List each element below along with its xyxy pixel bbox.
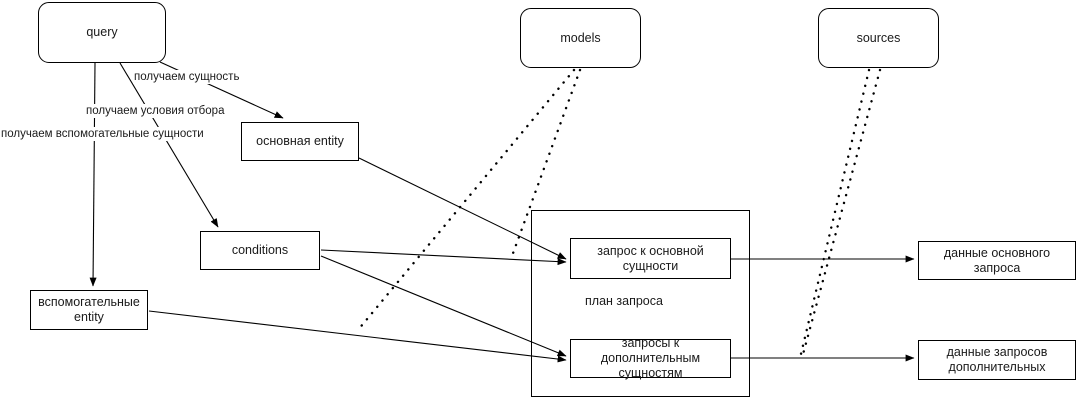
node-conditions[interactable]: conditions [200, 231, 320, 270]
node-label-query: query [86, 25, 118, 39]
node-main_data[interactable]: данные основного запроса [918, 241, 1076, 280]
query-plan-container [531, 210, 750, 397]
node-query[interactable]: query [38, 2, 166, 63]
node-extra_query[interactable]: запросы к дополнительным сущностям [570, 336, 731, 380]
node-label-conditions: conditions [231, 243, 289, 257]
node-label-main_entity: основная entity [256, 134, 344, 148]
node-label-extra_query: запросы к дополнительным сущностям [600, 336, 701, 380]
node-label-sources: sources [856, 30, 901, 45]
edge-models-to-main-flow [510, 68, 582, 258]
node-main_entity[interactable]: основная entity [241, 122, 359, 161]
node-label-extra_data: данные запросов дополнительных [946, 345, 1048, 374]
node-label-models: models [560, 30, 601, 45]
edge-query-to-aux-entity [89, 62, 97, 287]
node-extra_data[interactable]: данные запросов дополнительных [918, 340, 1076, 380]
edge-label-get-conditions: получаем условия отбора [85, 104, 226, 118]
edge-query-to-conditions [119, 62, 219, 228]
node-label-main_query: запрос к основной сущности [597, 243, 704, 273]
edge-sources-to-data-flow-2 [800, 68, 882, 360]
node-main_query[interactable]: запрос к основной сущности [570, 238, 731, 279]
edge-label-get-entity: получаем сущность [133, 70, 241, 84]
node-sources[interactable]: sources [818, 8, 939, 68]
edge-models-to-aux-flow [356, 68, 576, 332]
node-label-aux_entity: вспомогательные entity [38, 295, 140, 324]
edge-sources-to-data-flow-1 [798, 68, 871, 360]
edge-label-get-aux: получаем вспомогательные сущности [0, 127, 205, 141]
query-plan-label: план запроса [585, 294, 663, 308]
edge-conditions-to-main-query [320, 249, 567, 266]
edge-conditions-to-extra-query [320, 255, 567, 357]
node-aux_entity[interactable]: вспомогательные entity [30, 290, 148, 330]
node-label-main_data: данные основного запроса [943, 245, 1051, 275]
edge-aux-entity-to-extra-query [148, 310, 567, 363]
node-models[interactable]: models [520, 8, 641, 68]
